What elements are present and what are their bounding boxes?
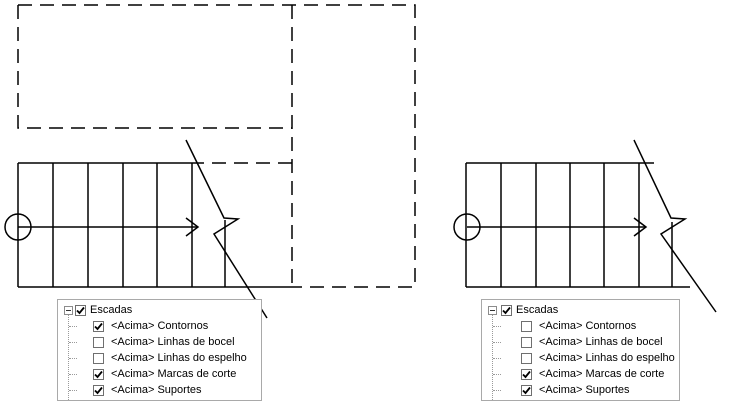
right-stair-view	[453, 139, 717, 313]
check-icon	[94, 322, 103, 331]
check-icon	[94, 370, 103, 379]
escadas-label: Escadas	[516, 304, 559, 316]
upper-floor-dashed-outline	[17, 4, 416, 288]
linhas-do-espelho-label: <Acima> Linhas do espelho	[539, 352, 675, 364]
check-icon	[76, 306, 85, 315]
tree-connector	[493, 374, 501, 375]
visibility-tree-left: Escadas <Acima> Contornos <Acima> Linhas…	[57, 299, 262, 401]
tree-connector	[69, 374, 77, 375]
visibility-tree-right: Escadas <Acima> Contornos <Acima> Linhas…	[481, 299, 680, 401]
escadas-checkbox[interactable]	[75, 305, 86, 316]
linhas-do-espelho-checkbox[interactable]	[521, 353, 532, 364]
linhas-do-espelho-label: <Acima> Linhas do espelho	[111, 352, 247, 364]
linhas-de-bocel-label: <Acima> Linhas de bocel	[111, 336, 235, 348]
tree-connector	[492, 314, 493, 400]
tree-connector	[69, 326, 77, 327]
tree-connector	[493, 390, 501, 391]
contornos-label: <Acima> Contornos	[539, 320, 637, 332]
tree-row-suportes[interactable]: <Acima> Suportes	[58, 382, 261, 398]
tree-row-linhas-do-espelho[interactable]: <Acima> Linhas do espelho	[482, 350, 679, 366]
marcas-de-corte-checkbox[interactable]	[521, 369, 532, 380]
tree-row-marcas-de-corte[interactable]: <Acima> Marcas de corte	[482, 366, 679, 382]
linhas-de-bocel-checkbox[interactable]	[93, 337, 104, 348]
contornos-label: <Acima> Contornos	[111, 320, 209, 332]
check-icon	[502, 306, 511, 315]
tree-connector	[69, 358, 77, 359]
right-stair-treads	[500, 163, 673, 287]
check-icon	[522, 370, 531, 379]
linhas-do-espelho-checkbox[interactable]	[93, 353, 104, 364]
tree-row-contornos[interactable]: <Acima> Contornos	[58, 318, 261, 334]
contornos-checkbox[interactable]	[93, 321, 104, 332]
tree-row-linhas-do-espelho[interactable]: <Acima> Linhas do espelho	[58, 350, 261, 366]
marcas-de-corte-label: <Acima> Marcas de corte	[111, 368, 237, 380]
marcas-de-corte-label: <Acima> Marcas de corte	[539, 368, 665, 380]
check-icon	[94, 386, 103, 395]
linhas-de-bocel-checkbox[interactable]	[521, 337, 532, 348]
tree-connector	[69, 342, 77, 343]
contornos-checkbox[interactable]	[521, 321, 532, 332]
cut-mark	[185, 139, 268, 319]
tree-row-contornos[interactable]: <Acima> Contornos	[482, 318, 679, 334]
right-stair-outline	[465, 162, 690, 288]
check-icon	[522, 386, 531, 395]
left-stair-treads	[52, 163, 226, 287]
arrow-head-icon	[185, 217, 200, 237]
left-stair-view	[4, 4, 416, 319]
suportes-label: <Acima> Suportes	[539, 384, 630, 396]
tree-connector	[493, 326, 501, 327]
tree-connector	[68, 314, 69, 400]
tree-connector	[493, 358, 501, 359]
escadas-label: Escadas	[90, 304, 133, 316]
cut-mark	[633, 139, 717, 313]
tree-connector	[69, 390, 77, 391]
collapse-icon[interactable]	[488, 306, 497, 315]
marcas-de-corte-checkbox[interactable]	[93, 369, 104, 380]
suportes-label: <Acima> Suportes	[111, 384, 202, 396]
tree-row-escadas[interactable]: Escadas	[58, 302, 261, 318]
tree-row-marcas-de-corte[interactable]: <Acima> Marcas de corte	[58, 366, 261, 382]
arrow-head-icon	[633, 217, 648, 237]
collapse-icon[interactable]	[64, 306, 73, 315]
linhas-de-bocel-label: <Acima> Linhas de bocel	[539, 336, 663, 348]
suportes-checkbox[interactable]	[521, 385, 532, 396]
tree-row-linhas-de-bocel[interactable]: <Acima> Linhas de bocel	[482, 334, 679, 350]
tree-row-linhas-de-bocel[interactable]: <Acima> Linhas de bocel	[58, 334, 261, 350]
suportes-checkbox[interactable]	[93, 385, 104, 396]
left-stair-outline	[17, 162, 292, 288]
tree-row-suportes[interactable]: <Acima> Suportes	[482, 382, 679, 398]
escadas-checkbox[interactable]	[501, 305, 512, 316]
tree-connector	[493, 342, 501, 343]
tree-row-escadas[interactable]: Escadas	[482, 302, 679, 318]
